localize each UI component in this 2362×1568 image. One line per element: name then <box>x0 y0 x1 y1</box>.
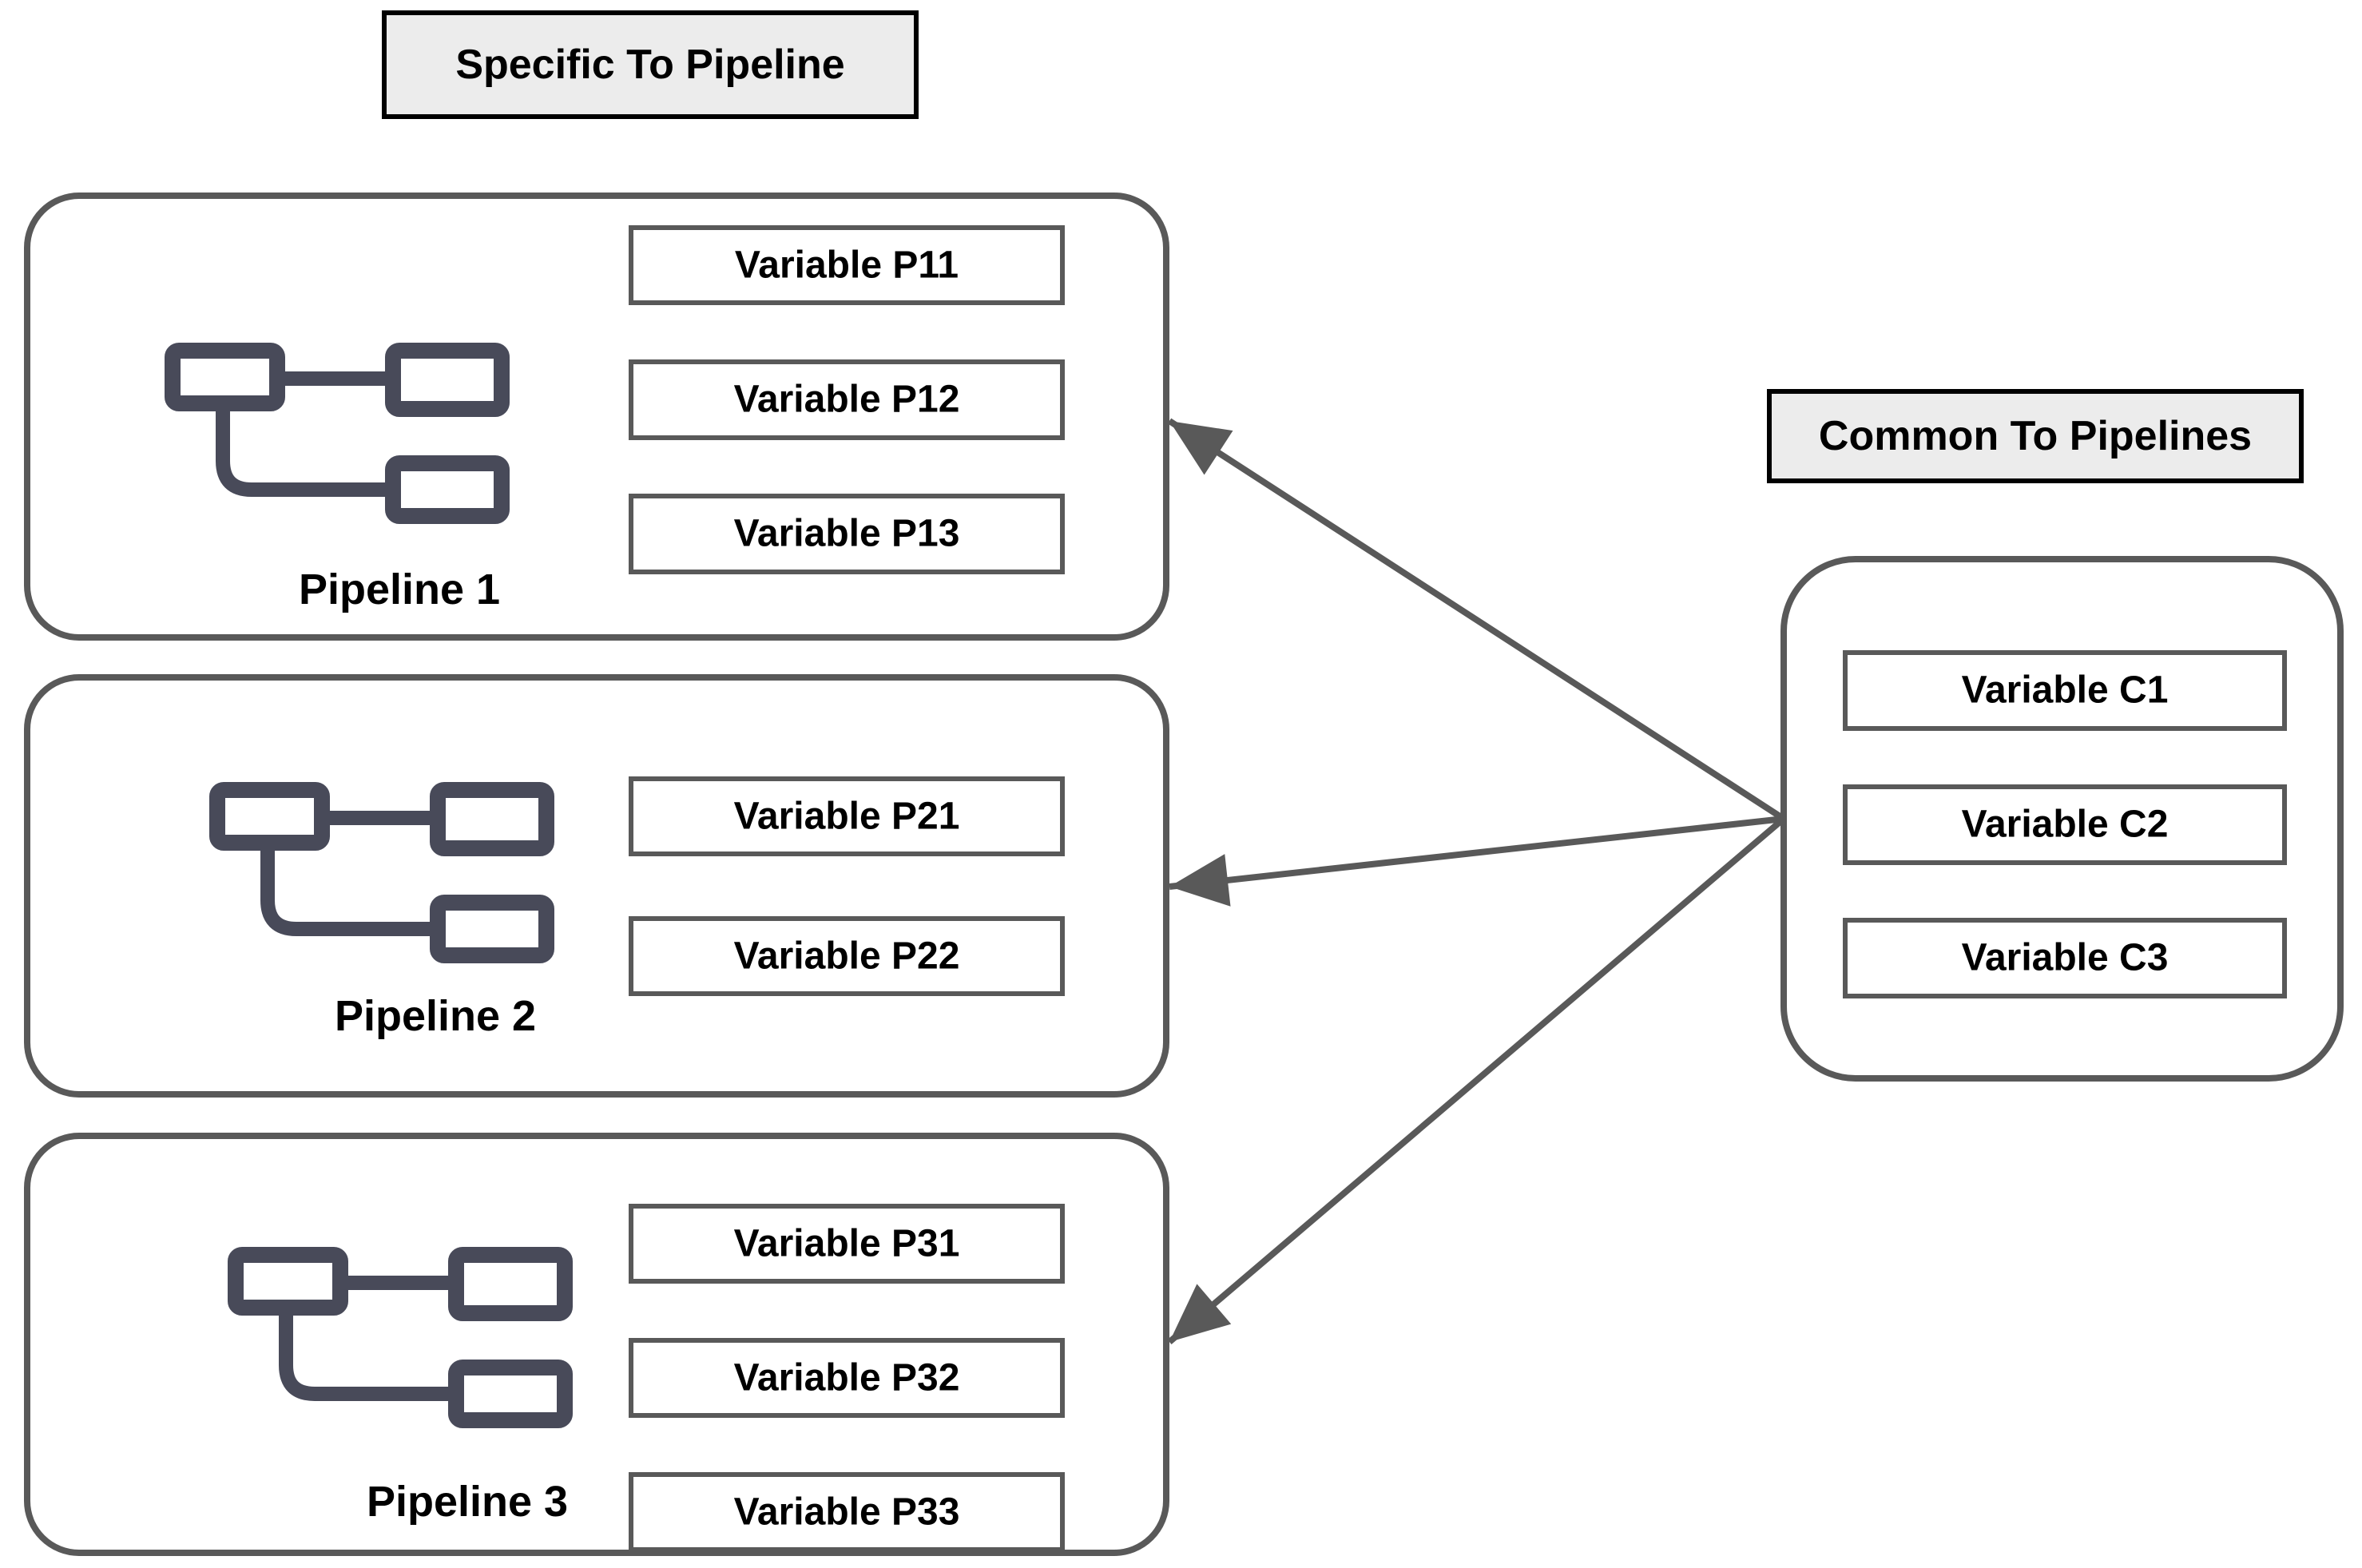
flowchart-icon-node-tr <box>430 782 554 856</box>
flowchart-icon-llink <box>260 846 443 936</box>
variable-box-p32 <box>629 1338 1065 1418</box>
variable-label-p22: Variable P22 <box>734 935 960 978</box>
flowchart-icon-node-tr <box>448 1247 573 1321</box>
common-container: Variable C1 Variable C2 Variable C3 <box>1780 556 2344 1082</box>
flowchart-icon-node-br <box>385 455 510 524</box>
variable-box-c1 <box>1843 650 2287 731</box>
legend-common-label: Common To Pipelines <box>1819 413 2252 459</box>
pipeline-1-label: Pipeline 1 <box>299 566 500 613</box>
arrow-common-to-pipeline-2 <box>1169 816 1784 907</box>
pipeline-2-container: Pipeline 2 Variable P21 Variable P22 <box>24 674 1169 1098</box>
variable-box-c2 <box>1843 784 2287 865</box>
flowchart-icon <box>228 1247 573 1428</box>
variable-box-p33 <box>629 1472 1065 1552</box>
legend-specific: Specific To Pipeline <box>382 10 919 119</box>
variable-label-c3: Variable C3 <box>1962 937 2169 979</box>
variable-box-p22 <box>629 916 1065 996</box>
pipeline-1-container: Pipeline 1 Variable P11 Variable P12 Var… <box>24 193 1169 641</box>
flowchart-icon-node-br <box>448 1360 573 1428</box>
flowchart-icon-node-tl <box>165 343 285 411</box>
flowchart-icon-llink <box>279 1311 461 1401</box>
flowchart-icon <box>165 343 510 524</box>
variable-box-p21 <box>629 776 1065 856</box>
variable-label-p11: Variable P11 <box>735 244 959 287</box>
flowchart-icon-llink <box>216 407 398 497</box>
flowchart-icon-node-tr <box>385 343 510 417</box>
flowchart-icon-node-br <box>430 895 554 963</box>
pipeline-2-box <box>24 674 1169 1098</box>
variable-label-p13: Variable P13 <box>734 513 960 555</box>
pipeline-2-label: Pipeline 2 <box>335 992 536 1040</box>
variable-box-p13 <box>629 494 1065 574</box>
variable-box-c3 <box>1843 918 2287 998</box>
arrow-common-to-pipeline-3 <box>1167 816 1786 1345</box>
pipeline-3-container: Pipeline 3 Variable P31 Variable P32 Var… <box>24 1133 1169 1556</box>
legend-specific-box <box>382 10 919 119</box>
flowchart-icon <box>209 782 554 963</box>
legend-specific-label: Specific To Pipeline <box>455 42 844 88</box>
flowchart-icon-node-tl <box>228 1247 348 1316</box>
variable-label-p12: Variable P12 <box>734 379 960 421</box>
arrow-common-to-pipeline-1 <box>1167 418 1786 822</box>
pipeline-3-label: Pipeline 3 <box>367 1478 568 1526</box>
flowchart-icon-node-tl <box>209 782 330 851</box>
variable-box-p31 <box>629 1204 1065 1284</box>
legend-common-box <box>1767 389 2304 483</box>
variable-label-p21: Variable P21 <box>734 796 960 838</box>
variable-label-p31: Variable P31 <box>734 1223 960 1265</box>
variable-label-c1: Variable C1 <box>1962 669 2169 712</box>
variable-box-p11 <box>629 225 1065 305</box>
legend-common: Common To Pipelines <box>1767 389 2304 483</box>
arrows <box>1167 418 1786 1345</box>
variable-box-p12 <box>629 359 1065 440</box>
variable-label-c2: Variable C2 <box>1962 804 2169 846</box>
variable-label-p33: Variable P33 <box>734 1491 960 1534</box>
variable-label-p32: Variable P32 <box>734 1357 960 1399</box>
